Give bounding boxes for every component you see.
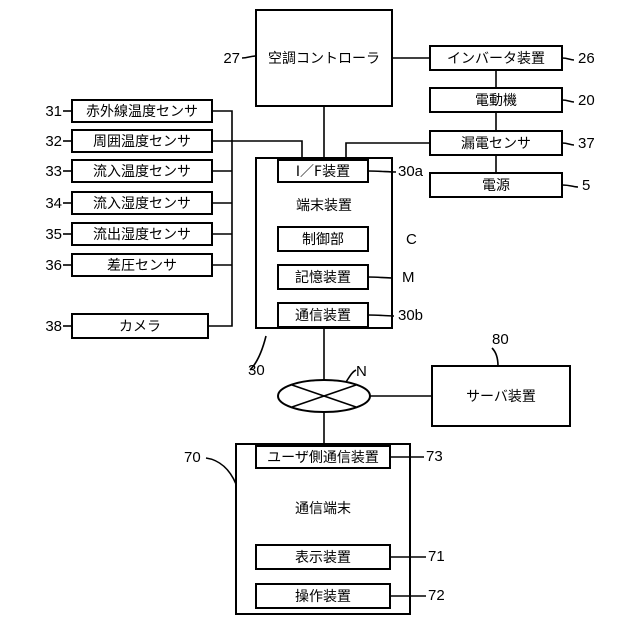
comm-ref: 30b — [398, 307, 423, 324]
motor-leader — [562, 100, 574, 102]
if-device-ref: 30a — [398, 163, 424, 180]
sensor-ref-inflow-temperature: 33 — [45, 163, 62, 180]
motor-label: 電動機 — [475, 93, 517, 109]
server-leader — [492, 348, 498, 366]
leak-sensor-label: 漏電センサ — [461, 136, 531, 152]
control-label: 制御部 — [302, 232, 344, 248]
storage-label: 記憶装置 — [295, 269, 351, 286]
sensor-ref-inflow-humidity: 34 — [45, 195, 62, 212]
leak-sensor-ref: 37 — [578, 135, 595, 152]
sensor-label-inflow-temperature: 流入温度センサ — [93, 164, 191, 180]
sensor-ref-outflow-humidity: 35 — [45, 226, 62, 243]
power-leader — [562, 185, 578, 187]
sensor-ref-ambient-temperature: 32 — [45, 133, 62, 150]
display-label: 表示装置 — [295, 550, 351, 566]
inverter-leader — [562, 58, 574, 60]
controller-leader — [242, 56, 256, 58]
control-ref: C — [406, 231, 417, 248]
motor-ref: 20 — [578, 92, 595, 109]
operation-label: 操作装置 — [295, 589, 351, 605]
comm-label: 通信装置 — [295, 308, 351, 324]
power-label: 電源 — [482, 178, 510, 194]
terminal-ref: 30 — [248, 362, 265, 379]
comm-terminal-label: 通信端末 — [295, 501, 351, 517]
camera-ref: 38 — [45, 318, 62, 335]
sensor-label-ir-temperature: 赤外線温度センサ — [86, 104, 198, 120]
sensor-label-differential-pressure: 差圧センサ — [107, 258, 177, 274]
server-label: サーバ装置 — [466, 389, 536, 405]
ambient-sensor-terminal-line — [212, 141, 302, 158]
network-ref: N — [356, 363, 367, 380]
sensor-label-inflow-humidity: 流入湿度センサ — [93, 196, 191, 212]
display-ref: 71 — [428, 548, 445, 565]
storage-leader — [368, 277, 392, 278]
sensor-ref-differential-pressure: 36 — [45, 257, 62, 274]
user-comm-ref: 73 — [426, 448, 443, 465]
leak-sensor-terminal-line — [346, 143, 430, 158]
storage-ref: M — [402, 269, 415, 286]
controller-ref: 27 — [223, 50, 240, 67]
leak-sensor-leader — [562, 143, 574, 145]
comm-terminal-leader — [206, 458, 236, 484]
power-ref: 5 — [582, 177, 590, 194]
sensor-label-ambient-temperature: 周囲温度センサ — [93, 134, 191, 150]
terminal-label: 端末装置 — [296, 198, 352, 214]
server-ref: 80 — [492, 331, 509, 348]
sensor-label-outflow-humidity: 流出湿度センサ — [93, 227, 191, 243]
camera-label: カメラ — [119, 319, 161, 335]
network-leader — [346, 370, 356, 382]
sensor-ref-ir-temperature: 31 — [45, 103, 62, 120]
operation-ref: 72 — [428, 587, 445, 604]
inverter-label: インバータ装置 — [447, 51, 545, 67]
inverter-ref: 26 — [578, 50, 595, 67]
user-comm-label: ユーザ側通信装置 — [267, 450, 379, 466]
controller-label: 空調コントローラ — [268, 51, 380, 67]
comm-terminal-ref: 70 — [184, 449, 201, 466]
if-device-label: I／F装置 — [296, 164, 350, 180]
